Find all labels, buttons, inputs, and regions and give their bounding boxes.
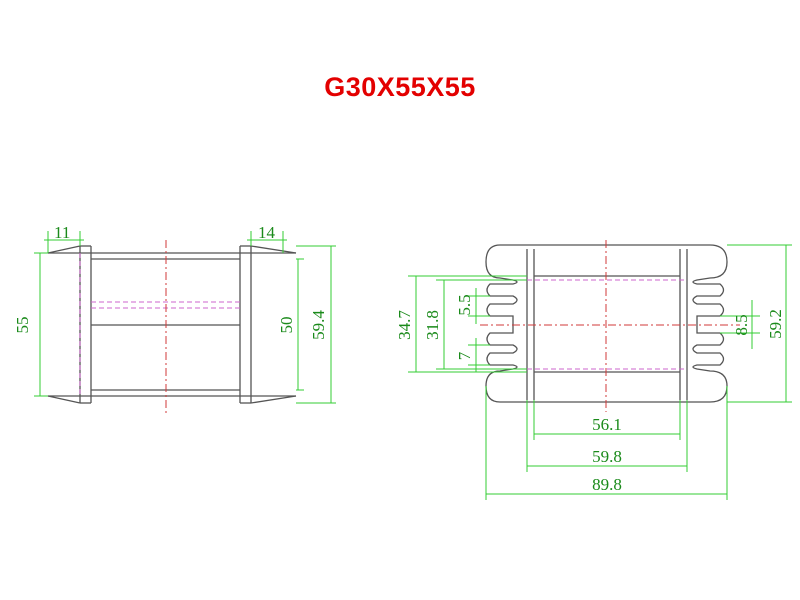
side-view: 11 14 55 50 59.4 [13,223,336,415]
dim-slot-bottom: 7 [455,351,474,360]
dim-inner-height: 31.8 [423,310,442,340]
dim-height-inner: 50 [277,317,296,334]
dim-height-left: 55 [13,317,32,334]
dim-outer-height: 34.7 [395,310,414,340]
front-view-flange-outline [485,244,728,403]
side-view-dimension-lines [34,231,336,404]
dim-width-inner: 56.1 [592,415,622,434]
dim-height-outer: 59.4 [309,310,328,340]
side-view-outline [47,245,297,404]
front-view-hidden-lines [527,279,687,370]
dim-width-mid: 59.8 [592,447,622,466]
dim-flange-right: 14 [258,223,276,242]
dim-center-gap: 8.5 [732,314,751,335]
dim-slot-top: 5.5 [455,294,474,315]
drawing-title: G30X55X55 [324,72,476,102]
front-view-dimension-lines [408,244,792,500]
dim-flange-left: 11 [54,223,70,242]
front-view: 34.7 31.8 5.5 7 8.5 59.2 56.1 59.8 89.8 [395,240,792,500]
dim-width-total: 89.8 [592,475,622,494]
dim-total-height: 59.2 [766,309,785,339]
